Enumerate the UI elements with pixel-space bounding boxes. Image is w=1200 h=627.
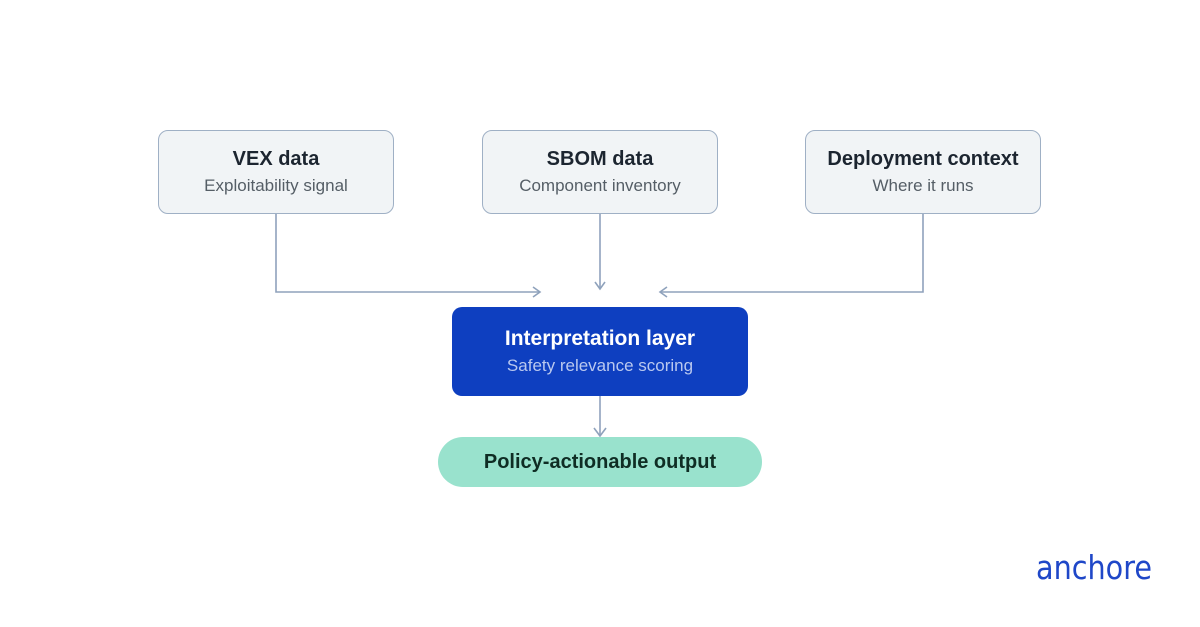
- source-box-sbom: SBOM data Component inventory: [482, 130, 718, 214]
- connector-deployment: [660, 214, 924, 293]
- output-title: Policy-actionable output: [483, 450, 717, 473]
- output-pill: Policy-actionable output: [438, 437, 762, 487]
- interpretation-layer-box: Interpretation layer Safety relevance sc…: [452, 307, 748, 396]
- source-subtitle: Component inventory: [519, 176, 681, 195]
- source-title: Deployment context: [827, 148, 1019, 170]
- source-box-vex: VEX data Exploitability signal: [158, 130, 394, 214]
- arrowhead-vex: [532, 286, 542, 298]
- interpretation-title: Interpretation layer: [504, 327, 696, 350]
- arrowhead-deployment: [658, 286, 668, 298]
- source-title: SBOM data: [546, 148, 654, 170]
- logo-wordmark: anchore: [1036, 548, 1152, 587]
- source-box-deployment: Deployment context Where it runs: [805, 130, 1041, 214]
- source-subtitle: Exploitability signal: [204, 176, 348, 195]
- anchore-logo: anchore: [1036, 548, 1152, 587]
- interpretation-subtitle: Safety relevance scoring: [506, 356, 694, 375]
- connector-vex: [275, 214, 540, 293]
- arrowhead-output: [593, 427, 607, 438]
- source-title: VEX data: [232, 148, 320, 170]
- source-subtitle: Where it runs: [872, 176, 974, 195]
- arrowhead-sbom: [594, 281, 606, 291]
